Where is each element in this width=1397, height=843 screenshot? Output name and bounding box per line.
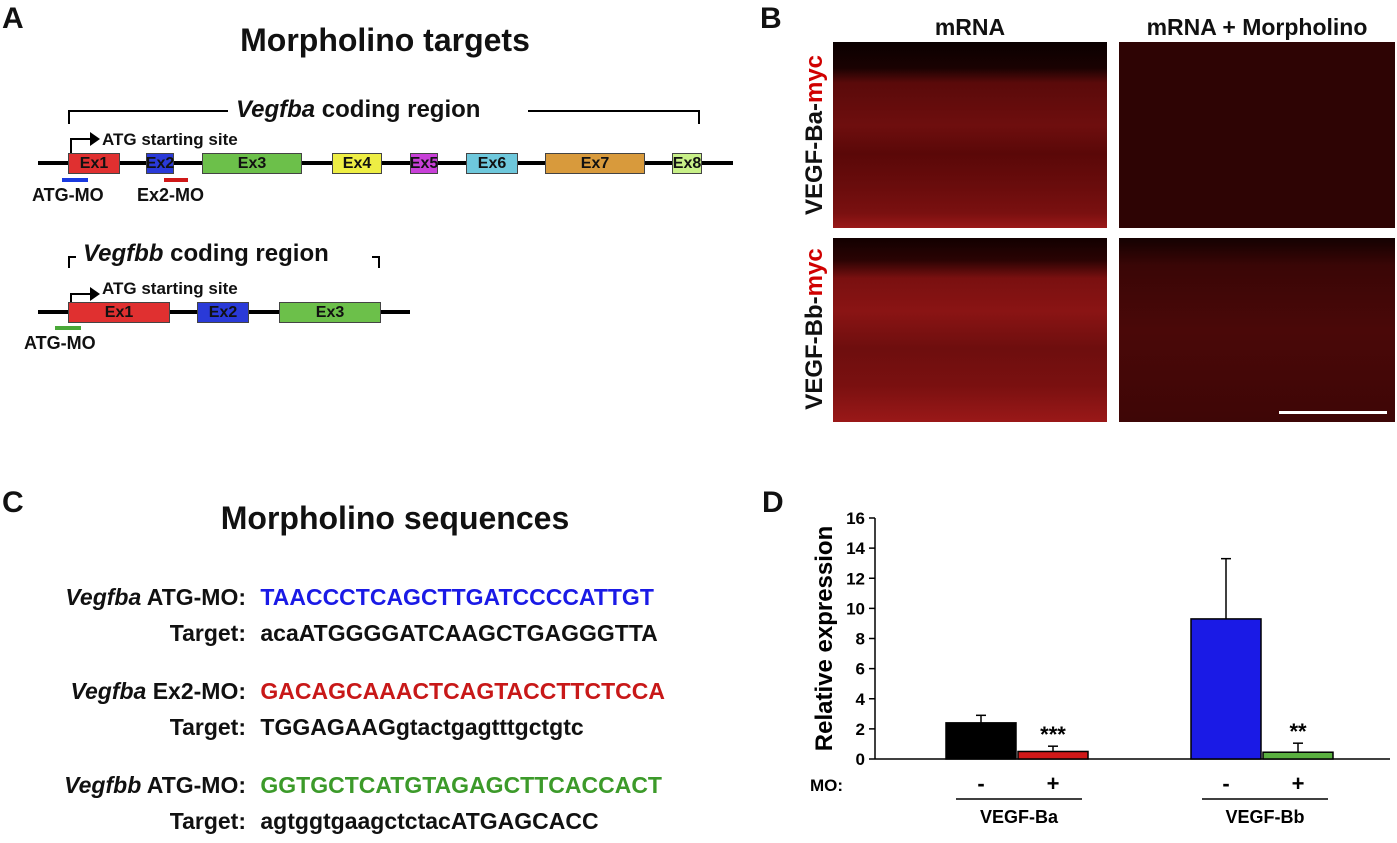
- col-header-mrna: mRNA: [934, 14, 1006, 40]
- vegfbb-exon-3: Ex3: [279, 302, 381, 323]
- y-axis-label: Relative expression: [811, 526, 838, 751]
- arrow-right-icon: [90, 132, 100, 146]
- target-sequence: agtggtgaagctctacATGAGCACC: [260, 808, 599, 834]
- panel-a-letter: A: [2, 2, 24, 35]
- panel-c-title: Morpholino sequences: [220, 500, 570, 536]
- vegfbb-atg-site-label: ATG starting site: [102, 279, 238, 298]
- group-label: VEGF-Bb: [1226, 807, 1305, 827]
- mo-sign-label: +: [1047, 771, 1060, 796]
- y-tick-label: 16: [846, 509, 865, 528]
- vegfba-atg-mo-bar: [62, 178, 88, 182]
- mo-sign-label: -: [977, 771, 984, 796]
- vegfba-bracket-left: [68, 110, 228, 112]
- vegfba-exon-8: Ex8: [672, 153, 702, 174]
- vegfba-exon-3: Ex3: [202, 153, 302, 174]
- mo-row-label: MO:: [810, 776, 843, 795]
- micrograph-vegf-bb-mrna: [833, 238, 1107, 422]
- vegfbb-atg-mo-bar: [55, 326, 81, 330]
- vegfba-exon-6: Ex6: [466, 153, 518, 174]
- y-tick-label: 14: [846, 539, 865, 558]
- group-label: VEGF-Ba: [980, 807, 1059, 827]
- vegfba-atg-site-label: ATG starting site: [102, 130, 238, 149]
- target-sequence: acaATGGGGATCAAGCTGAGGGTTA: [260, 620, 658, 646]
- vegfba-exon-4: Ex4: [332, 153, 382, 174]
- col-header-mrna-morpholino: mRNA + Morpholino: [1146, 14, 1368, 40]
- y-tick-label: 4: [856, 690, 866, 709]
- scale-bar: [1279, 411, 1387, 414]
- mo-sequence: GGTGCTCATGTAGAGCTTCACCACT: [260, 772, 662, 798]
- bar: [1017, 750, 1089, 760]
- target-sequence: TGGAGAAGgtactgagtttgctgtc: [260, 714, 584, 740]
- row-header-vegf-bb: VEGF-Bb-myc: [801, 248, 828, 410]
- y-tick-label: 10: [846, 599, 865, 618]
- mo-sign-label: +: [1292, 771, 1305, 796]
- y-tick-label: 12: [846, 569, 865, 588]
- vegfbb-exon-2: Ex2: [197, 302, 249, 323]
- bar: [945, 722, 1017, 760]
- vegfba-exon-5: Ex5: [410, 153, 438, 174]
- vegfba-ex2-mo-label: Ex2-MO: [137, 185, 205, 205]
- vegfba-ex2-mo-bar: [164, 178, 188, 182]
- panel-b-letter: B: [760, 2, 782, 35]
- micrograph-vegf-bb-mrna-morpholino: [1119, 238, 1395, 422]
- vegfba-region-label: Vegfba coding region: [236, 96, 481, 123]
- y-tick-label: 2: [856, 720, 865, 739]
- bar: [1190, 618, 1262, 760]
- significance-label: ***: [1040, 722, 1066, 747]
- vegfbb-exon-1: Ex1: [68, 302, 170, 323]
- vegfba-atg-mo-label: ATG-MO: [32, 185, 104, 205]
- micrograph-vegf-ba-mrna-morpholino: [1119, 42, 1395, 228]
- vegfba-exon-7: Ex7: [545, 153, 645, 174]
- y-tick-label: 0: [856, 750, 865, 769]
- vegfba-backbone: [38, 161, 733, 165]
- vegfbb-atg-mo-label: ATG-MO: [24, 333, 96, 353]
- mo-sign-label: -: [1222, 771, 1229, 796]
- vegfba-bracket-right: [528, 110, 700, 112]
- mo-sequence: GACAGCAAACTCAGTACCTTCTCCA: [260, 678, 665, 704]
- vegfba-exon-1: Ex1: [68, 153, 120, 174]
- panel-d-letter: D: [762, 486, 784, 519]
- y-tick-label: 6: [856, 660, 865, 679]
- significance-label: **: [1289, 719, 1307, 744]
- y-tick-label: 8: [856, 630, 865, 649]
- vegfba-exon-2: Ex2: [146, 153, 174, 174]
- arrow-right-icon: [90, 287, 100, 301]
- panel-c-letter: C: [2, 486, 24, 519]
- vegfbb-region-label: Vegfbb coding region: [83, 240, 329, 267]
- row-header-vegf-ba: VEGF-Ba-myc: [801, 54, 828, 216]
- mo-sequence: TAACCCTCAGCTTGATCCCCATTGT: [260, 584, 654, 610]
- bar: [1262, 751, 1334, 760]
- panel-a-title: Morpholino targets: [240, 22, 530, 58]
- micrograph-vegf-ba-mrna: [833, 42, 1107, 228]
